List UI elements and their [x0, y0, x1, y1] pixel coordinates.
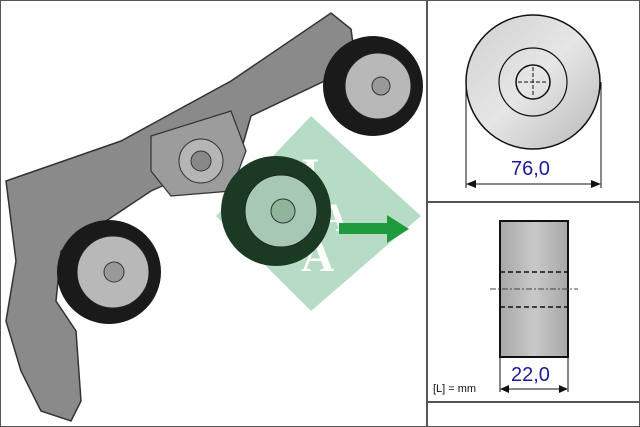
panel-divider [426, 0, 428, 427]
width-dimension: 22,0 [511, 364, 550, 386]
direction-arrow-icon [339, 215, 409, 243]
pulley-center [221, 156, 331, 266]
tensioner-bracket [5, 12, 357, 422]
unit-label: [L] = mm [433, 383, 477, 395]
product-illustration: I A A [1, 1, 426, 426]
diameter-dimension: 76,0 [511, 158, 550, 180]
panel-divider [426, 401, 640, 403]
pulley-bottom-left [57, 220, 161, 324]
panel-divider [426, 201, 640, 203]
pulley-top-right [323, 36, 423, 136]
